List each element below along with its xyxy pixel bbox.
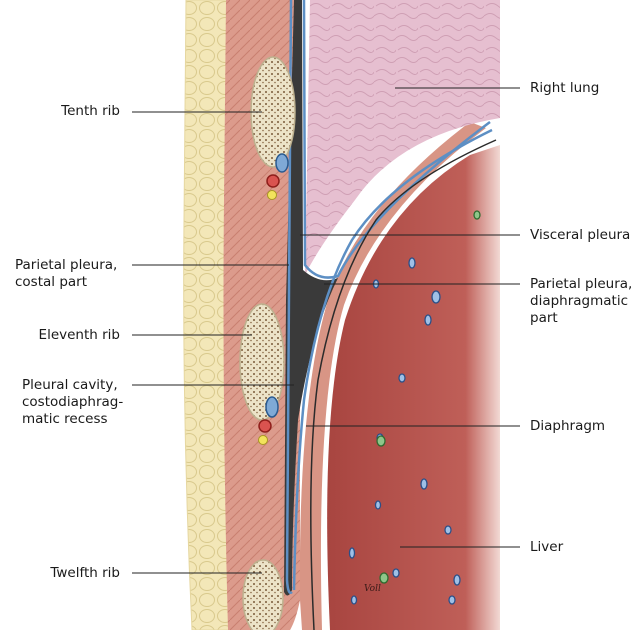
liver-bile-ducts <box>376 210 481 584</box>
label-tenth-rib: Tenth rib <box>61 103 120 119</box>
eleventh-rib-vessels <box>258 396 279 445</box>
label-parietal-pleura-diaphragmatic: Parietal pleura, diaphragmatic part <box>530 276 633 326</box>
diaphragm-inner-line <box>310 139 497 630</box>
tenth-rib-vessels <box>266 153 289 200</box>
parietal-pleura-diaphragmatic-line <box>292 128 493 591</box>
label-diaphragm: Diaphragm <box>530 418 606 434</box>
label-right-lung: Right lung <box>530 80 600 96</box>
subcutaneous-fat <box>183 0 233 630</box>
label-twelfth-rib: Twelfth rib <box>50 565 120 581</box>
label-visceral-pleura: Visceral pleura <box>530 227 631 243</box>
label-eleventh-rib: Eleventh rib <box>38 327 120 343</box>
label-parietal-pleura-costal: Parietal pleura, costal part <box>15 257 118 290</box>
parietal-pleura-costal-line <box>285 0 293 594</box>
liver-vessels <box>348 257 461 605</box>
diaphragm-band <box>299 122 486 630</box>
twelfth-rib-bone <box>242 559 284 630</box>
artist-signature: Voll <box>364 584 381 594</box>
pleural-recess <box>284 0 338 596</box>
label-liver: Liver <box>530 539 564 555</box>
liver-region <box>327 145 500 630</box>
label-pleural-cavity: Pleural cavity, costodiaphrag- matic rec… <box>22 377 124 427</box>
visceral-pleura-line <box>302 0 491 279</box>
lung-region <box>305 0 500 275</box>
